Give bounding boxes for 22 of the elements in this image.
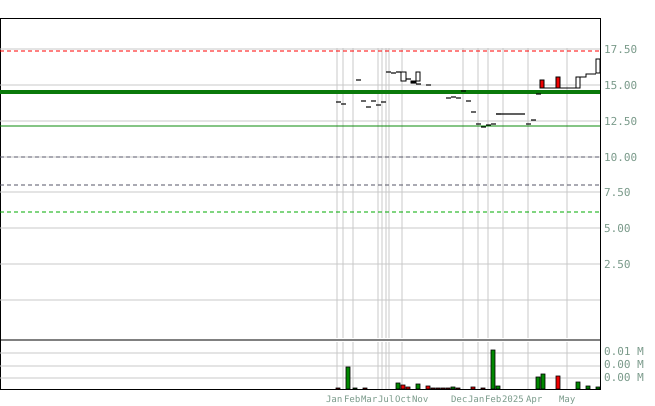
month-label: Jan [468, 394, 484, 406]
axis-tick-label: 17.50 [604, 44, 638, 56]
month-label: Nov [412, 394, 428, 406]
month-label: Feb [485, 394, 502, 406]
month-label: Jul [378, 394, 394, 406]
axis-tick-label: 0.01 M [604, 346, 644, 358]
month-label: Apr [526, 394, 542, 406]
month-label: Dec [451, 394, 468, 406]
month-label: Feb [344, 394, 360, 406]
month-label: Oct [395, 394, 412, 406]
axis-tick-label: 7.50 [604, 187, 630, 199]
axis-tick-label: 2.50 [604, 259, 630, 271]
month-label: May [559, 394, 576, 406]
month-label: Mar [361, 394, 378, 406]
axis-tick-label: 10.00 [604, 152, 638, 164]
axis-tick-label: 5.00 [604, 223, 630, 235]
axis-tick-label: 0.00 M [604, 359, 644, 371]
month-label: 2025 [502, 394, 524, 406]
axis-tick-label: 12.50 [604, 116, 638, 128]
axis-tick-label: 15.00 [604, 80, 638, 92]
axis-tick-label: 0.00 M [604, 372, 644, 384]
month-label: Jan [326, 394, 342, 406]
